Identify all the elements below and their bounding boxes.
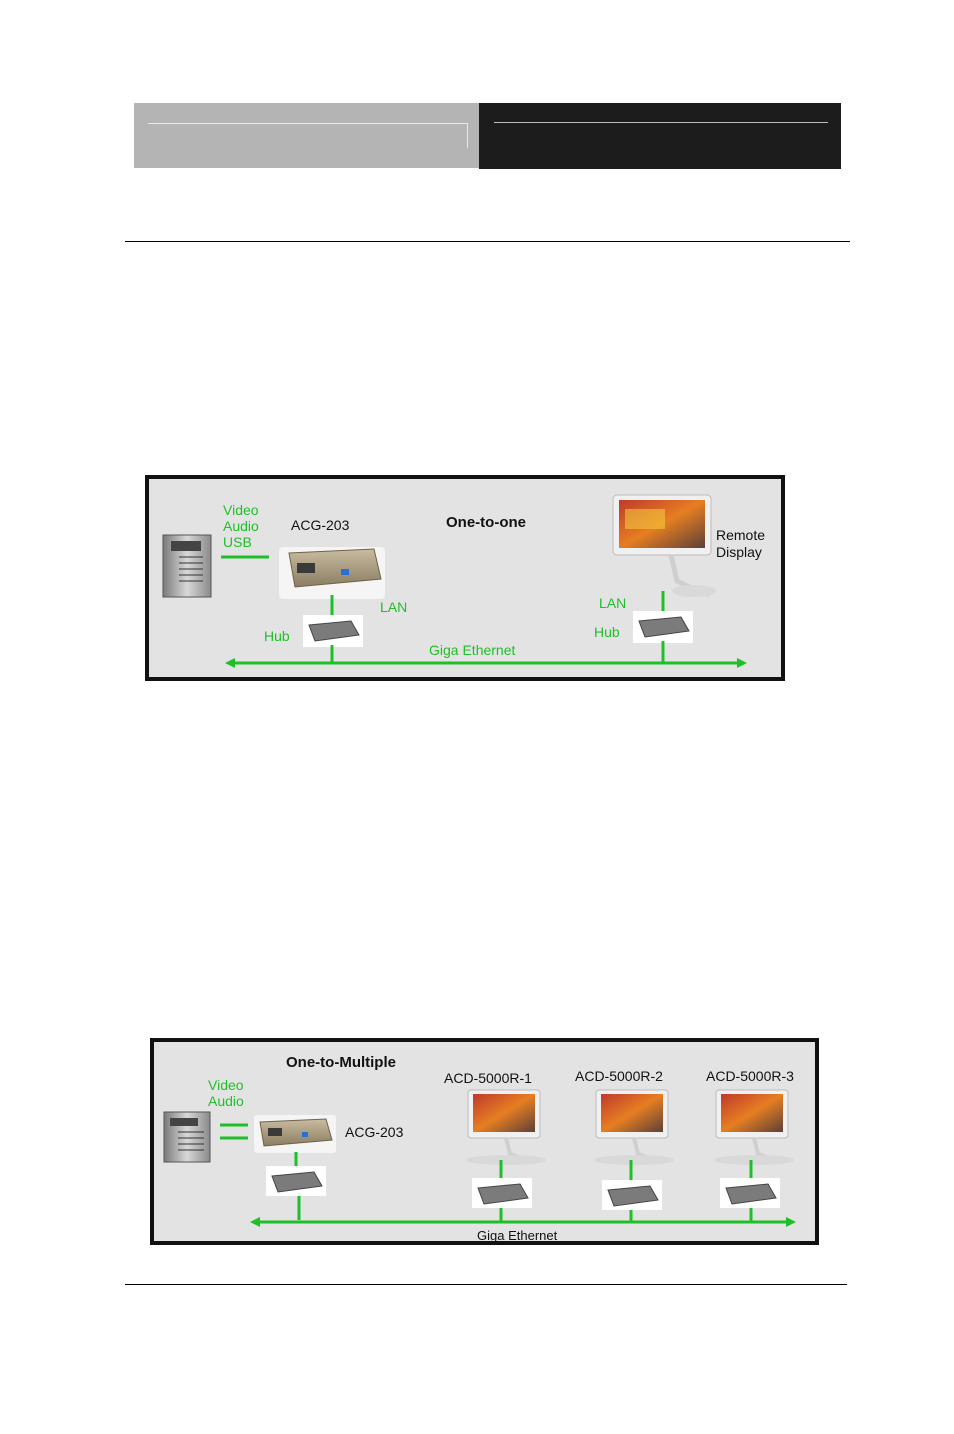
top-rule <box>125 241 850 242</box>
header-left-vline <box>467 123 468 148</box>
diagram-one-to-multiple: One-to-Multiple Video Audio ACG-203 ACD-… <box>150 1038 819 1245</box>
header-left-bar <box>134 103 479 168</box>
receiver-3-display-icon <box>714 1089 794 1165</box>
network-label: Giga Ethernet <box>477 1228 558 1243</box>
source-label-video: Video <box>223 502 259 518</box>
hub-label-left: Hub <box>264 628 290 644</box>
acg-203-device-icon <box>279 547 385 599</box>
giga-ethernet-line <box>250 1217 796 1227</box>
hub-receiver-3-icon <box>720 1178 780 1208</box>
pc-tower-icon <box>162 534 212 598</box>
remote-display-icon <box>612 494 716 598</box>
pc-tower-icon <box>163 1111 211 1163</box>
source-label-usb: USB <box>223 534 252 550</box>
header-left-line <box>148 123 468 124</box>
receiver-2-label: ACD-5000R-2 <box>575 1068 663 1084</box>
giga-ethernet-line <box>225 658 747 668</box>
hub-source-icon <box>266 1166 326 1196</box>
hub-receiver-2-icon <box>602 1180 662 1210</box>
remote-display-label-1: Remote <box>716 527 766 543</box>
hub-left-icon <box>303 615 363 647</box>
network-label: Giga Ethernet <box>429 642 516 658</box>
bottom-rule <box>125 1284 847 1285</box>
lan-label-right: LAN <box>599 595 627 611</box>
source-label-audio: Audio <box>223 518 259 534</box>
lan-label-left: LAN <box>380 599 408 615</box>
remote-display-label-2: Display <box>716 544 762 560</box>
header-right-bar <box>479 103 841 169</box>
receiver-2-display-icon <box>594 1089 674 1165</box>
hub-label-right: Hub <box>594 624 620 640</box>
device-label: ACG-203 <box>345 1124 404 1140</box>
diagram-one-to-one: Video Audio USB ACG-203 One-to-one Remot… <box>145 475 785 681</box>
receiver-1-label: ACD-5000R-1 <box>444 1070 532 1086</box>
diagram-one-to-multiple-graphics <box>163 1089 796 1227</box>
source-label-audio: Audio <box>208 1093 244 1109</box>
acg-203-device-icon <box>254 1115 336 1153</box>
receiver-1-display-icon <box>466 1089 546 1165</box>
device-label: ACG-203 <box>291 517 350 533</box>
diagram-one-to-one-graphics <box>162 494 747 668</box>
hub-receiver-1-icon <box>472 1178 532 1208</box>
source-label-video: Video <box>208 1077 244 1093</box>
receiver-3-label: ACD-5000R-3 <box>706 1068 794 1084</box>
hub-right-icon <box>633 611 693 643</box>
diagram-title: One-to-one <box>446 514 526 531</box>
diagram-title: One-to-Multiple <box>286 1054 396 1071</box>
header-right-line <box>494 122 828 123</box>
